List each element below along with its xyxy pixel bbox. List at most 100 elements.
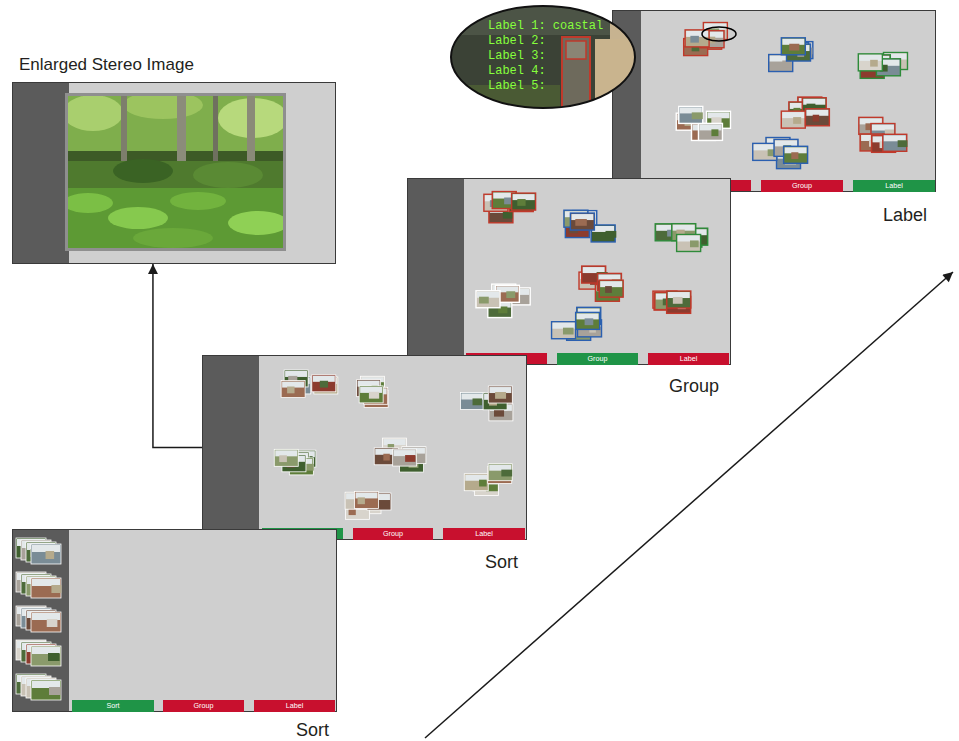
thumbnail <box>576 312 600 329</box>
thumbnail-detail <box>369 392 379 399</box>
thumbnail-ground <box>488 464 512 481</box>
thumbnail-detail <box>690 36 699 43</box>
thumbnail-sky <box>32 647 60 654</box>
thumbnail-ground <box>805 109 829 126</box>
thumbnail-detail <box>279 455 287 462</box>
thumbnail-detail <box>494 410 504 417</box>
stage-caption: Group <box>669 376 719 396</box>
label-line: Label 3: <box>488 49 546 64</box>
thumbnail <box>460 393 484 410</box>
thumbnail-detail <box>287 387 294 394</box>
thumbnail <box>31 680 61 700</box>
button-label: Label <box>254 700 335 712</box>
side-panel <box>408 179 464 364</box>
mode-button: Group <box>557 353 638 365</box>
thumbnail-detail <box>585 318 594 325</box>
thumbnail-detail <box>870 60 878 67</box>
thumbnail-detail <box>673 297 683 304</box>
thumbnail-detail <box>575 219 587 226</box>
forest-scene <box>68 96 283 248</box>
mode-button: Label <box>648 353 729 365</box>
thumbnail <box>784 146 808 163</box>
thumbnail-detail <box>606 231 617 238</box>
thumbnail-detail <box>46 551 55 559</box>
fern <box>170 192 226 210</box>
thumbnail-ground <box>393 449 417 466</box>
thumbnail <box>781 38 805 55</box>
fern <box>228 211 283 235</box>
thumbnail <box>677 234 701 251</box>
button-label: Label <box>648 353 729 365</box>
thumbnail-ground <box>31 578 61 598</box>
screen-illustration <box>203 356 526 539</box>
stereo-photo <box>13 83 335 263</box>
zoom-thumbnail <box>566 41 586 59</box>
screen-illustration <box>613 11 935 191</box>
bush <box>193 162 263 188</box>
thumbnail-detail <box>320 381 328 388</box>
thumbnail <box>312 375 336 392</box>
thumbnail <box>281 381 305 398</box>
mode-button: Group <box>353 528 433 540</box>
thumbnail <box>31 578 61 598</box>
thumbnail-detail <box>789 44 799 51</box>
thumbnail <box>883 134 908 151</box>
thumbnail-ground <box>667 291 691 308</box>
connector-arrow <box>153 264 202 448</box>
thumbnail-ground <box>31 612 61 632</box>
thumbnail-detail <box>48 653 60 661</box>
screen-panel: SortSortGroupLabel <box>12 529 337 712</box>
thumbnail-detail <box>563 328 574 335</box>
thumbnail <box>858 54 882 71</box>
zoom-ground <box>450 5 636 109</box>
leaves <box>68 96 123 131</box>
thumbnail-ground <box>274 449 298 466</box>
button-label: Label <box>443 528 525 540</box>
thumbnail <box>552 322 576 339</box>
thumbnail <box>805 109 829 126</box>
zoom-thumbnail <box>562 37 590 109</box>
mode-button: Group <box>761 180 843 192</box>
thumbnail-detail <box>473 398 482 405</box>
thumbnail-ground <box>31 680 61 700</box>
thumbnail-detail <box>692 112 703 119</box>
thumbnail-ground <box>464 474 488 491</box>
thumbnail <box>476 291 500 308</box>
thumbnail-detail <box>51 585 61 593</box>
thumbnail-detail <box>791 152 798 159</box>
mode-button: Label <box>254 700 335 712</box>
thumbnail-detail <box>898 140 908 147</box>
thumbnail-ground <box>698 123 722 140</box>
label-line: Label 4: <box>488 64 546 79</box>
fern <box>133 228 213 248</box>
thumbnail <box>393 449 417 466</box>
stage-caption: Sort <box>296 720 329 740</box>
thumbnail-detail <box>501 470 512 477</box>
button-label: Group <box>353 528 433 540</box>
thumbnail-ground <box>488 386 512 403</box>
leaves <box>123 96 203 119</box>
thumbnail <box>570 213 594 230</box>
thumbnail-ground <box>753 143 777 160</box>
thumbnail-ground <box>31 646 61 666</box>
thumbnail <box>359 386 383 403</box>
thumbnail <box>599 280 623 297</box>
label-line: Label 1: coastal <box>488 19 603 34</box>
zoom-sky <box>450 5 610 35</box>
thumbnail-detail <box>517 199 525 206</box>
thumbnail-ground <box>677 234 701 251</box>
thumbnail-detail <box>605 286 612 293</box>
side-panel <box>13 83 69 263</box>
image-panel: Enlarged Stereo Image <box>12 82 336 264</box>
thumbnail-ground <box>312 375 336 392</box>
thumbnail <box>698 123 722 140</box>
mode-button: Sort <box>72 700 154 712</box>
button-label: Group <box>761 180 843 192</box>
thumbnail-ground <box>781 38 805 55</box>
button-label: Group <box>163 700 244 712</box>
thumbnail-ground <box>355 491 379 508</box>
thumbnail-sky <box>32 613 60 620</box>
thumbnail-detail <box>495 392 506 399</box>
thumbnail-ground <box>784 146 808 163</box>
